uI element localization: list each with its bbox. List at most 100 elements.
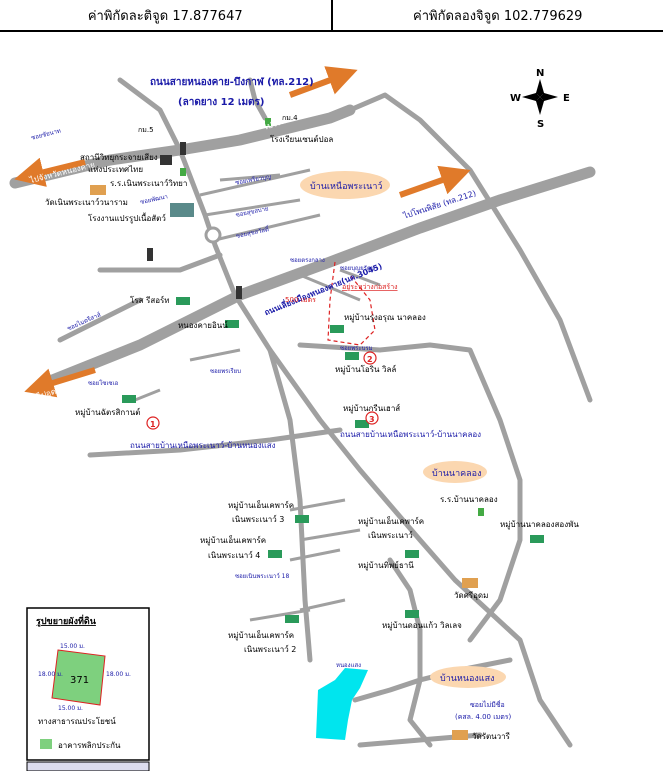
village-nong-label: บ้านหนองแสง: [440, 673, 495, 684]
soi-label: ซอยเนินพระเนาว์ 18: [235, 572, 289, 580]
temple-icon: [452, 730, 468, 740]
house-icon: [345, 352, 359, 360]
soi-label: ซอยตรงกลาง: [290, 257, 325, 264]
place-label: เนินพระเนาว์ 4: [208, 550, 260, 560]
soi-width-label: (คสล. 4.00 เมตร): [455, 713, 512, 721]
road-nong-saeng: [87, 427, 343, 458]
road-south-west: [267, 347, 313, 663]
flag-icon: [478, 508, 484, 516]
soi-label: ซอยสุขสวัสดิ์: [235, 224, 271, 240]
marker-2-label: 2: [367, 355, 373, 364]
bottom-bar: [26, 761, 150, 771]
longitude-label: ค่าพิกัดลองจิจูด 102.779629: [413, 8, 583, 24]
arrow-bueng-kan: [288, 66, 358, 98]
place-label: หมู่บ้านนาคลองสองพัน: [500, 520, 579, 530]
road-na-khlong-label: ถนนสายบ้านเหนือพระเนาว์-บ้านนาคลอง: [340, 429, 481, 439]
place-label: หมู่บ้านกรีนเฮาส์: [343, 403, 400, 414]
soi-lines: [134, 168, 381, 622]
house-icon: [295, 515, 309, 523]
temple-icon: [462, 578, 478, 588]
house-icon: [176, 297, 190, 305]
flag-icon: [180, 168, 186, 176]
inset-dim-top: 15.00 ม.: [60, 643, 85, 650]
place-label: โรงเรียนเซนต์ปอล: [270, 134, 333, 144]
compass-e: E: [563, 93, 570, 104]
arrow-udon: [24, 367, 96, 398]
latitude-label: ค่าพิกัดละติจูด 17.877647: [87, 8, 243, 24]
compass-w: W: [510, 93, 521, 104]
soi-label: ซอยโซเซเอ: [88, 379, 119, 387]
place-label: เนินพระเนาว์ 2: [244, 644, 296, 654]
house-icon: [405, 550, 419, 558]
place-label: หมู่บ้านดอนแก้ว วิลเลจ: [382, 621, 462, 631]
place-label: วัดเนินพระเนาว์วนาราม: [45, 197, 128, 207]
house-icon: [330, 325, 344, 333]
marker-3-label: 3: [369, 415, 375, 424]
highway-212-west: [9, 104, 356, 189]
road-west-2: [57, 297, 143, 343]
pond-water: [316, 668, 368, 740]
place-label: กม.4: [282, 114, 298, 122]
inset-legend-label: อาคารพลิกประกัน: [58, 741, 121, 750]
station-icon: [160, 155, 172, 165]
bypass-road: [34, 166, 596, 391]
traffic-light-icon: [180, 142, 186, 155]
soi-label: ซอยพระบรม: [340, 345, 373, 352]
traffic-light-icon: [236, 286, 242, 299]
place-label: หมู่บ้านเอ็นเคพาร์ค: [358, 516, 424, 527]
place-label: วัดรัตนวารี: [472, 732, 511, 741]
village-ellipse-na: [423, 461, 487, 483]
header-divider: [330, 0, 333, 30]
place-label: ร.ร.บ้านนาคลอง: [440, 495, 498, 504]
road-nong-saeng-label: ถนนสายบ้านเหนือพระเนาว์-บ้านหนองแสง: [130, 440, 276, 450]
compass-rose: [522, 79, 558, 115]
place-label: หมู่บ้านโอริน วิลล์: [335, 364, 396, 375]
place-label: สถานีวิทยุกระจายเสียง: [80, 153, 158, 162]
place-label: โรงงานแปรรูปเนื้อสัตว์: [88, 212, 166, 224]
marker-1: [146, 416, 160, 430]
marker-2: [363, 351, 377, 365]
hwy212-label: ถนนสายหนองคาย-บึงกาฬ (ทล.212): [150, 76, 314, 88]
house-icon: [285, 615, 299, 623]
inset-panel: [26, 607, 150, 761]
place-label: หมู่บ้านเอ็นเคพาร์ค: [228, 630, 294, 641]
inset-dim-bottom: 15.00 ม.: [58, 705, 83, 712]
place-label: โรส รีสอร์ท: [130, 295, 170, 305]
soi-label: ซอยชัยนาท: [31, 128, 62, 142]
factory-icon: [170, 203, 194, 217]
road-north-2: [247, 77, 268, 121]
place-label: หนองคายอินน์: [178, 320, 228, 330]
inset-dim-left: 18.00 ม.: [38, 671, 63, 678]
house-icon: [122, 395, 136, 403]
road-west-1: [97, 252, 223, 273]
traffic-light-icon: [147, 248, 153, 261]
house-icon: [225, 320, 239, 328]
place-label: เนินพระเนาว์ 3: [232, 514, 284, 524]
roundabout: [204, 226, 222, 244]
inset-lot-number: 371: [70, 675, 89, 686]
soi-label: ซอยบุญยรัตนา: [340, 265, 378, 272]
construction-label: อยู่ระหว่างก่อสร้าง: [342, 283, 398, 291]
place-label: วัดศรีอุดม: [454, 591, 488, 600]
compass-n: N: [536, 68, 544, 79]
place-label: หมู่บ้านเอ็นเคพาร์ค: [228, 500, 294, 511]
place-label: หมู่บ้านรุ่งอรุณ นาคลอง: [344, 313, 426, 323]
village-ellipse-nong: [430, 666, 506, 688]
house-icon: [355, 420, 369, 428]
arrow-phon-phisai: [398, 165, 471, 198]
house-icon: [405, 610, 419, 618]
place-label: เนินพระเนาว์: [368, 530, 413, 540]
compass-s: S: [537, 119, 544, 130]
temple-icon: [90, 185, 106, 195]
house-icon: [530, 535, 544, 543]
village-na-label: บ้านนาคลอง: [432, 468, 481, 479]
legend-swatch: [40, 739, 52, 749]
arrow-nong-khai: [14, 157, 86, 187]
soi-label: ซอยไม่มีชื่อ: [470, 700, 505, 709]
place-label: หมู่บ้านฉัตรสิกานต์: [75, 407, 140, 418]
road-na-khlong: [297, 342, 523, 643]
place-label: แห่งประเทศไทย: [88, 165, 143, 174]
distance-label: 500 เมตร: [285, 296, 316, 304]
place-label: กม.5: [138, 126, 154, 134]
